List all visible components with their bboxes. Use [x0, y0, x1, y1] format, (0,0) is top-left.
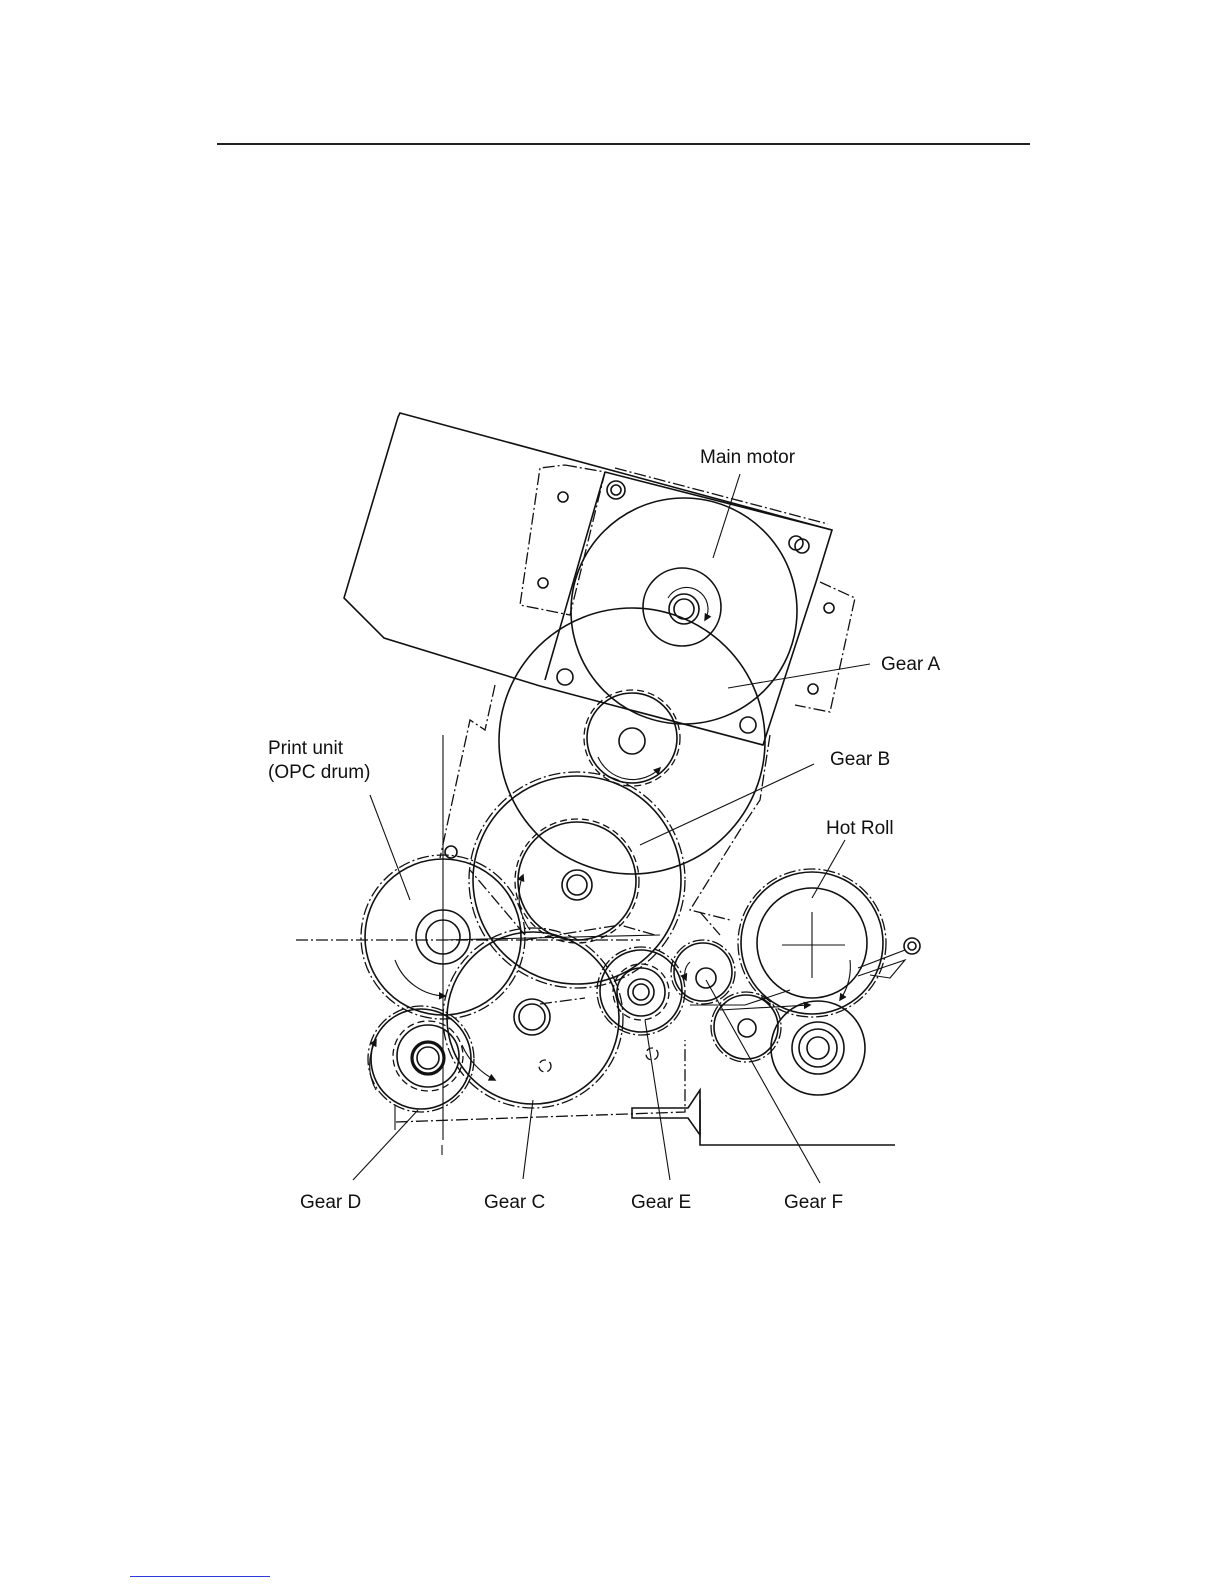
label-gear-c: Gear C: [484, 1192, 545, 1213]
hot-roll: [738, 869, 920, 1095]
print-unit-opc-drum: [296, 735, 660, 1140]
footer-rule: [130, 1576, 270, 1577]
label-hot-roll: Hot Roll: [826, 818, 894, 839]
gear-c: [443, 870, 655, 1108]
gear-a: [499, 608, 765, 874]
label-gear-f: Gear F: [784, 1192, 843, 1213]
label-gear-a: Gear A: [881, 654, 940, 675]
label-print-unit: Print unit: [268, 738, 344, 759]
label-opc-drum: (OPC drum): [268, 762, 370, 783]
gear-d: [368, 1006, 474, 1112]
label-gear-d: Gear D: [300, 1192, 361, 1213]
label-gear-b: Gear B: [830, 749, 890, 770]
gear-f: [671, 940, 810, 1062]
label-gear-e: Gear E: [631, 1192, 691, 1213]
label-main-motor: Main motor: [700, 447, 796, 468]
